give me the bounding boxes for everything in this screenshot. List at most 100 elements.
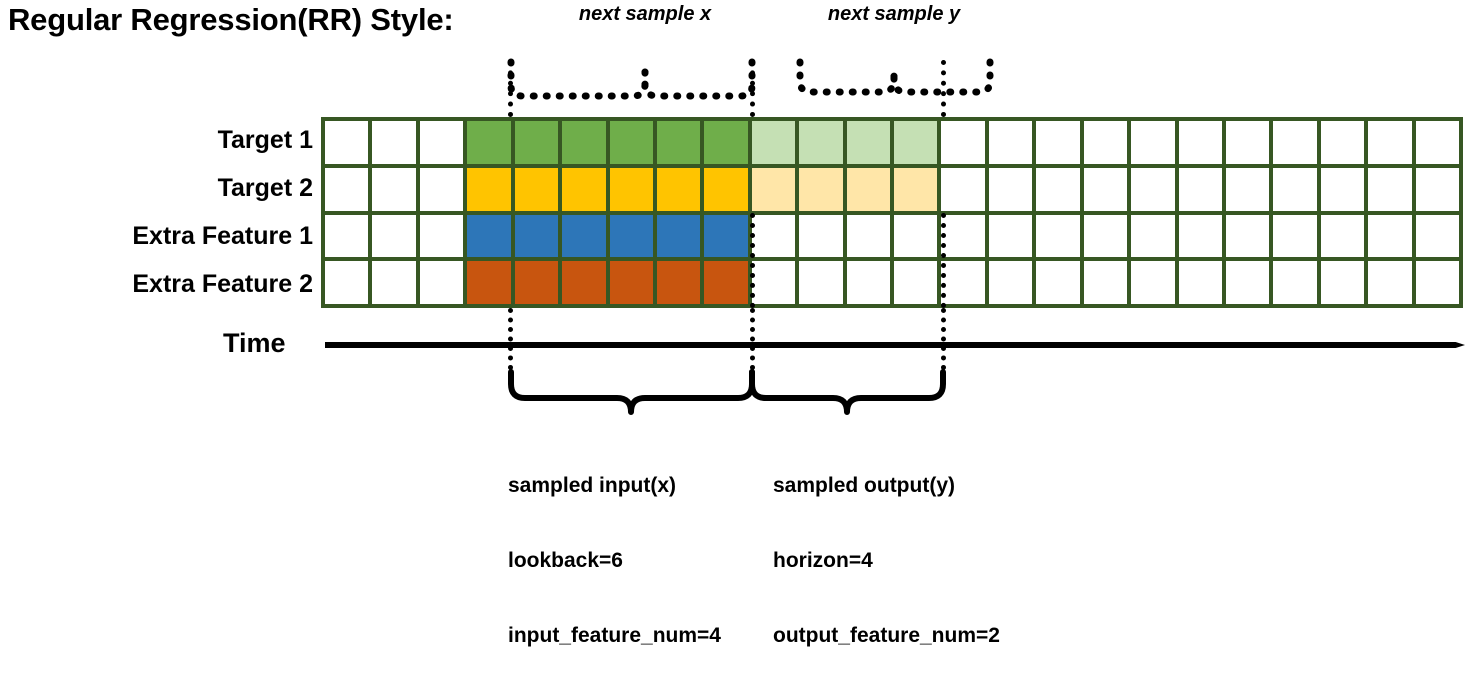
grid-cell-input [467, 167, 511, 211]
grid-cell-input [514, 121, 559, 164]
caption-sampled-input: sampled input(x) lookback=6 input_featur… [508, 423, 721, 698]
callout-label-next-sample-x: next sample x [578, 3, 712, 25]
grid-cell-input [562, 167, 606, 211]
grid-cell-input [467, 214, 511, 258]
grid-cell-empty [1131, 261, 1175, 304]
dotted-connector-output-end-mid [941, 213, 946, 308]
grid-cell-empty [1415, 121, 1459, 164]
grid-cell-empty [1083, 214, 1128, 258]
page-title: Regular Regression(RR) Style: [8, 2, 454, 37]
grid-cell-input [704, 121, 748, 164]
grid-cell-empty [1273, 261, 1317, 304]
grid-cell-empty [1131, 167, 1175, 211]
grid-cell-empty [1225, 121, 1270, 164]
grid-cell-input [656, 214, 701, 258]
grid-cell-empty [1131, 121, 1175, 164]
grid-cell-input [562, 214, 606, 258]
grid-cell-input [609, 167, 653, 211]
grid-cell-empty [1178, 167, 1222, 211]
grid-cell-empty [1036, 261, 1080, 304]
grid-cell-input [704, 167, 748, 211]
grid-cell-empty [325, 167, 369, 211]
caption-output-line1: sampled output(y) [773, 474, 955, 497]
row-label-target-2: Target 2 [217, 174, 313, 202]
grid-cell-empty [1178, 214, 1222, 258]
timeline-grid [321, 117, 1463, 308]
grid-cell-empty [1368, 167, 1412, 211]
grid-cell-empty [1083, 121, 1128, 164]
grid-cell-empty [1320, 121, 1365, 164]
grid-cell-empty [1368, 121, 1412, 164]
grid-cell-empty [988, 121, 1033, 164]
grid-cell-empty [372, 167, 416, 211]
row-label-extra-feature-1: Extra Feature 1 [132, 222, 313, 250]
grid-cell-empty [941, 214, 985, 258]
grid-cell-input [656, 121, 701, 164]
grid-cell-output [894, 167, 938, 211]
dotted-connector-output-end-top [941, 60, 946, 117]
grid-cell-input [609, 214, 653, 258]
grid-cell-input [467, 261, 511, 304]
grid-cell-input [562, 261, 606, 304]
grid-cell-input [656, 261, 701, 304]
grid-cell-empty [1320, 261, 1365, 304]
dotted-connector-input-start-bottom [508, 308, 513, 370]
grid-cell-empty [894, 261, 938, 304]
grid-cell-empty [1083, 261, 1128, 304]
grid-cell-empty [1273, 214, 1317, 258]
caption-input-line3: input_feature_num=4 [508, 624, 721, 647]
grid-cell-empty [894, 214, 938, 258]
dotted-connector-input-end-top [750, 60, 755, 117]
grid-cell-empty [1320, 167, 1365, 211]
grid-cell-input [609, 121, 653, 164]
grid-cell-empty [1368, 261, 1412, 304]
caption-output-line3: output_feature_num=2 [773, 624, 1000, 647]
grid-cell-empty [1131, 214, 1175, 258]
grid-cell-empty [941, 121, 985, 164]
grid-cell-empty [988, 214, 1033, 258]
grid-cell-input [656, 167, 701, 211]
grid-cell-empty [1178, 121, 1222, 164]
grid-cell-empty [1273, 121, 1317, 164]
dotted-connector-output-end-bottom [941, 308, 946, 370]
grid-cell-empty [1415, 261, 1459, 304]
grid-cell-empty [846, 214, 890, 258]
diagram-canvas: Regular Regression(RR) Style: next sampl… [8, 2, 1465, 647]
grid-cell-input [562, 121, 606, 164]
grid-cell-empty [1083, 167, 1128, 211]
grid-cell-empty [1036, 121, 1080, 164]
caption-output-line2: horizon=4 [773, 549, 873, 572]
grid-cell-empty [419, 167, 464, 211]
time-axis-arrow [325, 342, 1465, 348]
time-axis-label: Time [223, 328, 286, 358]
grid-cell-empty [1368, 214, 1412, 258]
row-label-target-1: Target 1 [217, 126, 313, 154]
grid-cell-empty [325, 121, 369, 164]
grid-cell-input [704, 261, 748, 304]
grid-cell-output [799, 167, 843, 211]
grid-cell-output [846, 121, 890, 164]
grid-cell-empty [799, 261, 843, 304]
grid-cell-empty [1415, 214, 1459, 258]
grid-cell-empty [941, 261, 985, 304]
grid-cell-empty [419, 121, 464, 164]
grid-cell-empty [372, 261, 416, 304]
grid-cell-empty [1225, 261, 1270, 304]
grid-cell-empty [1225, 214, 1270, 258]
grid-cell-output [799, 121, 843, 164]
grid-cell-output [751, 167, 796, 211]
grid-cell-empty [1273, 167, 1317, 211]
grid-cell-empty [1036, 167, 1080, 211]
callout-label-next-sample-y: next sample y [827, 3, 961, 25]
dotted-connector-input-start-top [508, 60, 513, 117]
grid-cell-empty [751, 214, 796, 258]
grid-cell-empty [799, 214, 843, 258]
grid-cell-input [514, 261, 559, 304]
grid-cell-input [467, 121, 511, 164]
row-label-extra-feature-2: Extra Feature 2 [132, 270, 313, 298]
grid-cell-input [704, 214, 748, 258]
grid-cell-empty [1225, 167, 1270, 211]
grid-cell-empty [419, 261, 464, 304]
caption-input-line1: sampled input(x) [508, 474, 677, 497]
grid-cell-empty [988, 167, 1033, 211]
